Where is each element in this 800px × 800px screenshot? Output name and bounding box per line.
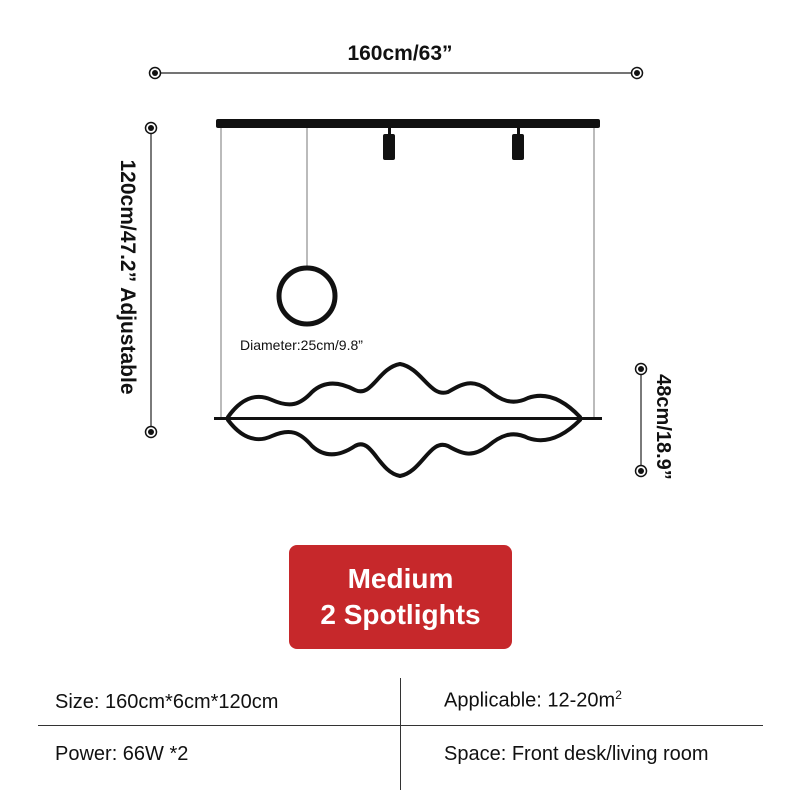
- spec-divider-vertical: [400, 678, 401, 790]
- variant-badge: Medium 2 Spotlights: [289, 545, 512, 649]
- suspension-wires: [220, 128, 595, 418]
- height-dimension-line: [144, 121, 158, 439]
- spotlight-right: [512, 128, 524, 160]
- ceiling-bar: [216, 119, 600, 128]
- spec-applicable: Applicable: 12-20m2: [444, 688, 622, 713]
- horizontal-rod: [214, 417, 602, 420]
- wave-lower: [226, 418, 582, 479]
- wave-height-dimension-line: [634, 362, 648, 478]
- height-label: 120cm/47.2” Adjustable: [116, 159, 139, 395]
- width-label: 160cm/63”: [347, 42, 453, 65]
- spec-size: Size: 160cm*6cm*120cm: [55, 691, 279, 713]
- spec-power: Power: 66W *2: [55, 743, 189, 765]
- width-dimension-line: [148, 66, 644, 80]
- badge-spotlights: 2 Spotlights: [320, 599, 481, 630]
- spec-space: Space: Front desk/living room: [444, 743, 709, 765]
- wave-height-label: 48cm/18.9”: [652, 374, 674, 480]
- spec-applicable-sup: 2: [615, 688, 622, 702]
- lamp-diagram: [144, 66, 648, 479]
- badge-size: Medium: [347, 563, 454, 594]
- wave-upper: [226, 361, 582, 419]
- ring-diameter-label: Diameter:25cm/9.8”: [240, 337, 363, 353]
- ring-pendant: [276, 265, 338, 327]
- spotlight-left: [383, 128, 395, 160]
- spec-applicable-text: Applicable: 12-20m: [444, 689, 616, 712]
